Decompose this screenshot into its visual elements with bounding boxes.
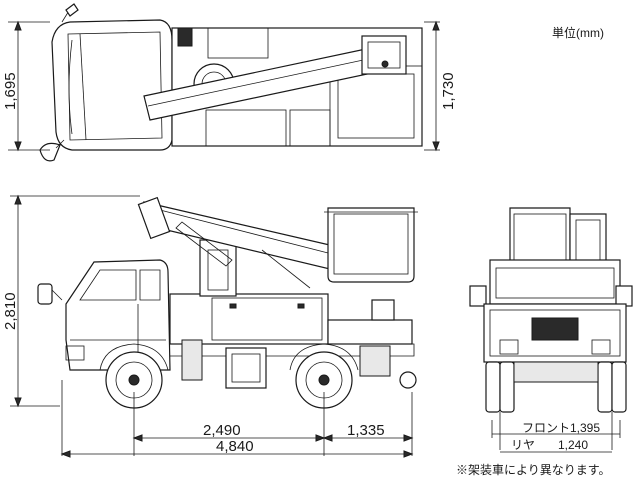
side-view-boom [143, 201, 335, 271]
top-width-left-label: 1,695 [2, 72, 19, 110]
rear-tread-value: 1,240 [558, 438, 588, 452]
top-view-cab [51, 19, 173, 151]
top-width-right-label: 1,730 [440, 72, 457, 110]
rear-tread-label: リヤ [511, 438, 535, 452]
wheelbase-label: 2,490 [203, 422, 241, 439]
side-height-label: 2,810 [2, 292, 19, 330]
rear-overhang-label: 1,335 [347, 422, 385, 439]
rear-view [469, 207, 633, 453]
side-view-basket [327, 207, 415, 283]
side-view [10, 194, 418, 458]
unit-label: 単位(mm) [552, 25, 604, 40]
overall-length-label: 4,840 [216, 438, 254, 455]
front-tread-label: フロント1,395 [522, 421, 600, 435]
top-view [8, 3, 440, 162]
side-view-cab [65, 259, 171, 371]
footnote: ※架装車により異なります。 [456, 463, 611, 477]
